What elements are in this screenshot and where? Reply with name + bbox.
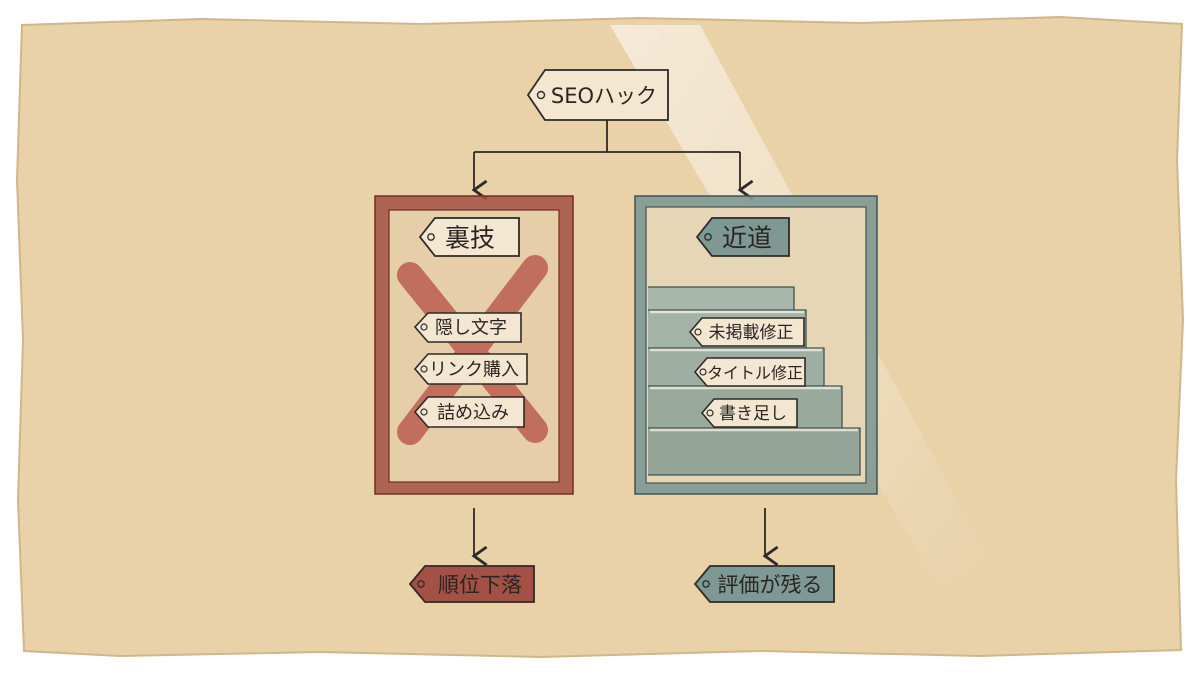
left-item-tag: リンク購入 <box>413 353 528 385</box>
connector-lines <box>471 118 779 567</box>
right-item-label: 未掲載修正 <box>709 323 794 343</box>
right-result-label: 評価が残る <box>718 573 823 597</box>
left-item-tag: 隠し文字 <box>413 312 522 343</box>
right-item-label: 書き足し <box>719 404 787 424</box>
right-title-label: 近道 <box>722 224 772 253</box>
right-item-tag: 未掲載修正 <box>688 317 805 347</box>
right-title-tag: 近道 <box>695 217 790 257</box>
left-item-tag: 詰め込み <box>413 396 525 428</box>
right-item-label: タイトル修正 <box>707 364 803 383</box>
root-label: SEOハック <box>551 84 657 108</box>
left-item-label: リンク購入 <box>429 360 519 381</box>
left-item-label: 隠し文字 <box>435 318 507 339</box>
root-tag: SEOハック <box>526 69 669 121</box>
left-title-label: 裏技 <box>445 224 495 253</box>
right-result-tag: 評価が残る <box>693 565 835 603</box>
right-item-tag: タイトル修正 <box>693 357 806 387</box>
left-result-label: 順位下落 <box>438 573 522 597</box>
left-title-tag: 裏技 <box>418 217 520 257</box>
left-result-tag: 順位下落 <box>408 565 535 603</box>
left-item-label: 詰め込み <box>437 403 509 424</box>
right-item-tag: 書き足し <box>700 398 798 428</box>
